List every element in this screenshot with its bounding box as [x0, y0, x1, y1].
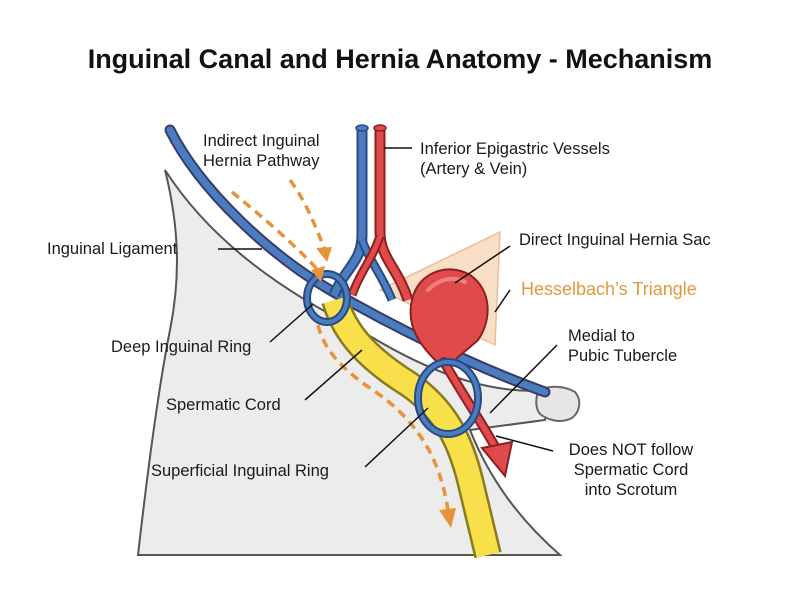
label-medial-line1: Medial to — [568, 327, 635, 345]
label-not-follow-line1: Does NOT follow — [568, 441, 694, 459]
label-direct-hernia-sac: Direct Inguinal Hernia Sac — [519, 231, 711, 249]
label-medial-pubic-tubercle: Medial to Pubic Tubercle — [568, 326, 677, 366]
leader-medial — [489, 344, 558, 414]
label-does-not-follow: Does NOT follow Spermatic Cord into Scro… — [556, 440, 706, 500]
leader-spermatic-cord — [304, 349, 363, 401]
label-superficial-inguinal-ring: Superficial Inguinal Ring — [151, 462, 329, 480]
label-epigastric-line1: Inferior Epigastric Vessels — [420, 140, 610, 158]
label-epigastric-vessels: Inferior Epigastric Vessels (Artery & Ve… — [420, 139, 610, 179]
page-title: Inguinal Canal and Hernia Anatomy - Mech… — [87, 44, 713, 74]
abdominal-wall — [136, 169, 563, 556]
label-indirect-line1: Indirect Inguinal — [203, 132, 320, 150]
label-indirect-line2: Hernia Pathway — [203, 152, 320, 170]
label-inguinal-ligament: Inguinal Ligament — [47, 240, 178, 258]
label-not-follow-line3: into Scrotum — [584, 481, 678, 499]
label-epigastric-line2: (Artery & Vein) — [420, 160, 528, 178]
leader-hesselbach — [494, 289, 511, 313]
label-indirect-pathway: Indirect Inguinal Hernia Pathway — [203, 131, 320, 171]
direct-hernia-sac — [409, 268, 489, 370]
leader-deep-ring — [269, 303, 314, 343]
label-hesselbach-triangle: Hesselbach’s Triangle — [521, 279, 697, 299]
leader-superficial-ring — [364, 407, 429, 468]
label-spermatic-cord: Spermatic Cord — [166, 396, 281, 414]
leader-direct-sac — [454, 245, 511, 284]
label-deep-inguinal-ring: Deep Inguinal Ring — [111, 338, 252, 356]
label-medial-line2: Pubic Tubercle — [568, 347, 678, 365]
label-not-follow-line2: Spermatic Cord — [573, 461, 689, 479]
leader-not-follow — [495, 435, 554, 452]
